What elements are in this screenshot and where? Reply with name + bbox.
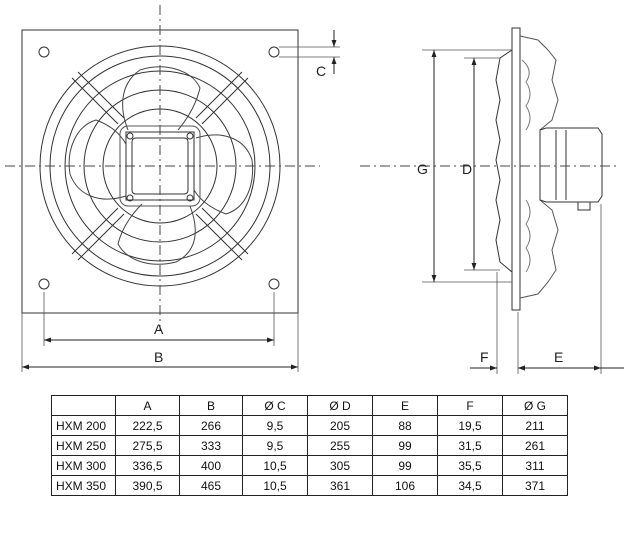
table-cell: 333 [179,435,243,456]
table-cell: 34,5 [437,475,503,496]
table-cell: 9,5 [242,415,308,436]
label-f: F [480,349,489,365]
table-header-cell: F [437,395,503,416]
label-g: G [417,161,428,177]
table-cell: 266 [179,415,243,436]
table-cell: 371 [502,475,568,496]
table-header-cell: A [115,395,180,416]
table-cell: 35,5 [437,455,503,476]
mounting-hole-bottom-left [38,278,50,290]
side-mounting-plate [511,27,521,311]
mounting-hole-top-left [38,46,50,58]
front-view [5,5,340,372]
model-name-cell: HXM 300 [51,455,116,476]
table-cell: 31,5 [437,435,503,456]
table-header-row: A B Ø C Ø D E F Ø G [51,395,568,416]
table-cell: 99 [372,435,438,456]
table-cell: 311 [502,455,568,476]
table-header-cell: Ø G [502,395,568,416]
table-cell: 19,5 [437,415,503,436]
label-e: E [554,349,563,365]
model-name-cell: HXM 250 [51,435,116,456]
table-cell: 99 [372,455,438,476]
table-cell: 361 [307,475,373,496]
table-cell: 261 [502,435,568,456]
fan-technical-drawing: A B C G D F E [5,5,624,374]
table-header-cell: B [179,395,243,416]
side-extension-lines [422,49,602,374]
table-cell: 400 [179,455,243,476]
table-header-cell [51,395,116,416]
table-header-cell: Ø D [307,395,373,416]
motor-foot [577,201,591,211]
table-cell: 336,5 [115,455,180,476]
model-name-cell: HXM 350 [51,475,116,496]
table-cell: 211 [502,415,568,436]
mounting-hole-top-right [268,46,280,58]
side-guard [519,35,559,299]
table-cell: 275,5 [115,435,180,456]
label-c: C [316,63,326,79]
extension-lines [21,46,340,372]
side-view [360,27,624,374]
table-cell: 305 [307,455,373,476]
table-header-cell: Ø C [242,395,308,416]
table-cell: 255 [307,435,373,456]
table-cell: 222,5 [115,415,180,436]
center-lines [5,5,320,330]
label-a: A [154,321,164,337]
guard-brackets [71,71,249,261]
mounting-hole-bottom-right [268,278,280,290]
label-d: D [462,161,472,177]
table-header-cell: E [372,395,438,416]
table-cell: 10,5 [242,475,308,496]
model-name-cell: HXM 200 [51,415,116,436]
fan-blades [68,66,254,265]
motor-mount [125,131,195,201]
side-housing [495,49,513,273]
table-cell: 465 [179,475,243,496]
side-motor [539,127,603,203]
motor-bolt [186,194,194,202]
table-cell: 88 [372,415,438,436]
table-cell: 106 [372,475,438,496]
table-cell: 205 [307,415,373,436]
table-cell: 9,5 [242,435,308,456]
side-guard-wave [521,59,531,273]
motor-bolt [126,194,134,202]
motor-bolt [126,132,134,140]
table-cell: 10,5 [242,455,308,476]
motor-bolt [186,132,194,140]
label-b: B [154,349,163,365]
table-cell: 390,5 [115,475,180,496]
